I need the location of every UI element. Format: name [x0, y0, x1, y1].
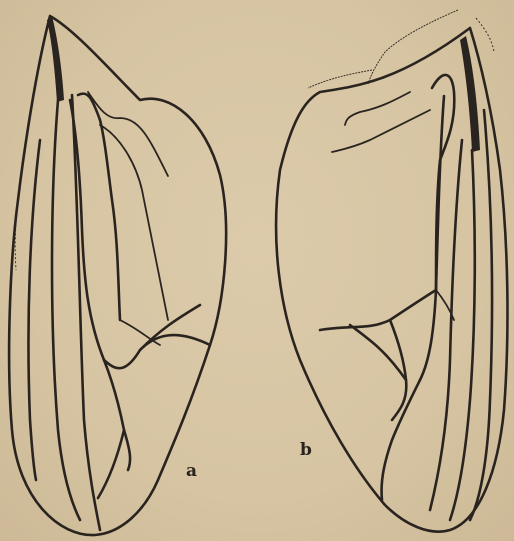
wing-b-crossvein-3 [350, 325, 406, 380]
wing-a-stigma [47, 16, 64, 102]
label-b: b [300, 440, 312, 460]
wing-b-vein-radius-stem [420, 96, 444, 380]
wing-b-crossvein-4 [382, 380, 420, 500]
wing-b-vein-cubital [430, 140, 462, 510]
wing-a-vein-radius-stem [70, 100, 104, 360]
wing-b-costal-hairs [308, 70, 372, 88]
wing-a-vein-cubital [72, 95, 100, 530]
wing-a-crossvein-1 [104, 335, 210, 368]
wing-a-crossvein-4 [120, 320, 160, 345]
wing-b-crossvein-1 [320, 290, 436, 330]
wing-b-apex-hairs [476, 18, 494, 52]
wing-a-discal-vein [98, 430, 124, 498]
wing-a-vein-radial [78, 94, 120, 320]
wing-a [9, 16, 226, 535]
wing-a-vein-anal-1 [28, 140, 40, 480]
wing-b-vein-submarginal [332, 110, 430, 152]
label-a: a [186, 461, 197, 481]
wing-b-vein-upper [345, 92, 410, 125]
wing-a-vein-upper [88, 92, 168, 176]
wing-b-vein-anal-2 [450, 150, 475, 520]
